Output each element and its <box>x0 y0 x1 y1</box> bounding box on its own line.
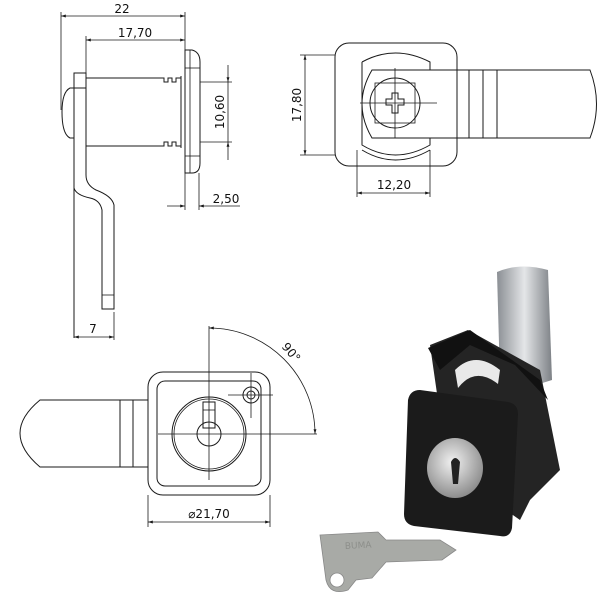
key-brand-stamp: BUMA <box>345 541 373 552</box>
side-view: 22 17,70 10,60 2,50 7 <box>60 2 240 340</box>
dim-overall-length: 22 <box>114 2 129 16</box>
dim-body-height: 10,60 <box>213 95 227 129</box>
key-ring-hole <box>329 572 345 588</box>
front-view: 17,80 12,20 <box>290 42 597 197</box>
dim-front-height: 17,80 <box>290 88 304 122</box>
product-photo: BUMA <box>319 266 560 593</box>
dim-lever-offset: 7 <box>89 322 97 336</box>
dim-rotation-angle: 90° <box>279 340 303 365</box>
dim-body-length: 17,70 <box>118 26 152 40</box>
back-view: 90° ⌀21,70 <box>19 326 317 527</box>
key <box>319 531 457 593</box>
dim-diameter: ⌀21,70 <box>188 507 230 521</box>
keyhole <box>451 458 460 484</box>
dim-flange-thickness: 2,50 <box>213 192 240 206</box>
dim-front-width: 12,20 <box>377 178 411 192</box>
